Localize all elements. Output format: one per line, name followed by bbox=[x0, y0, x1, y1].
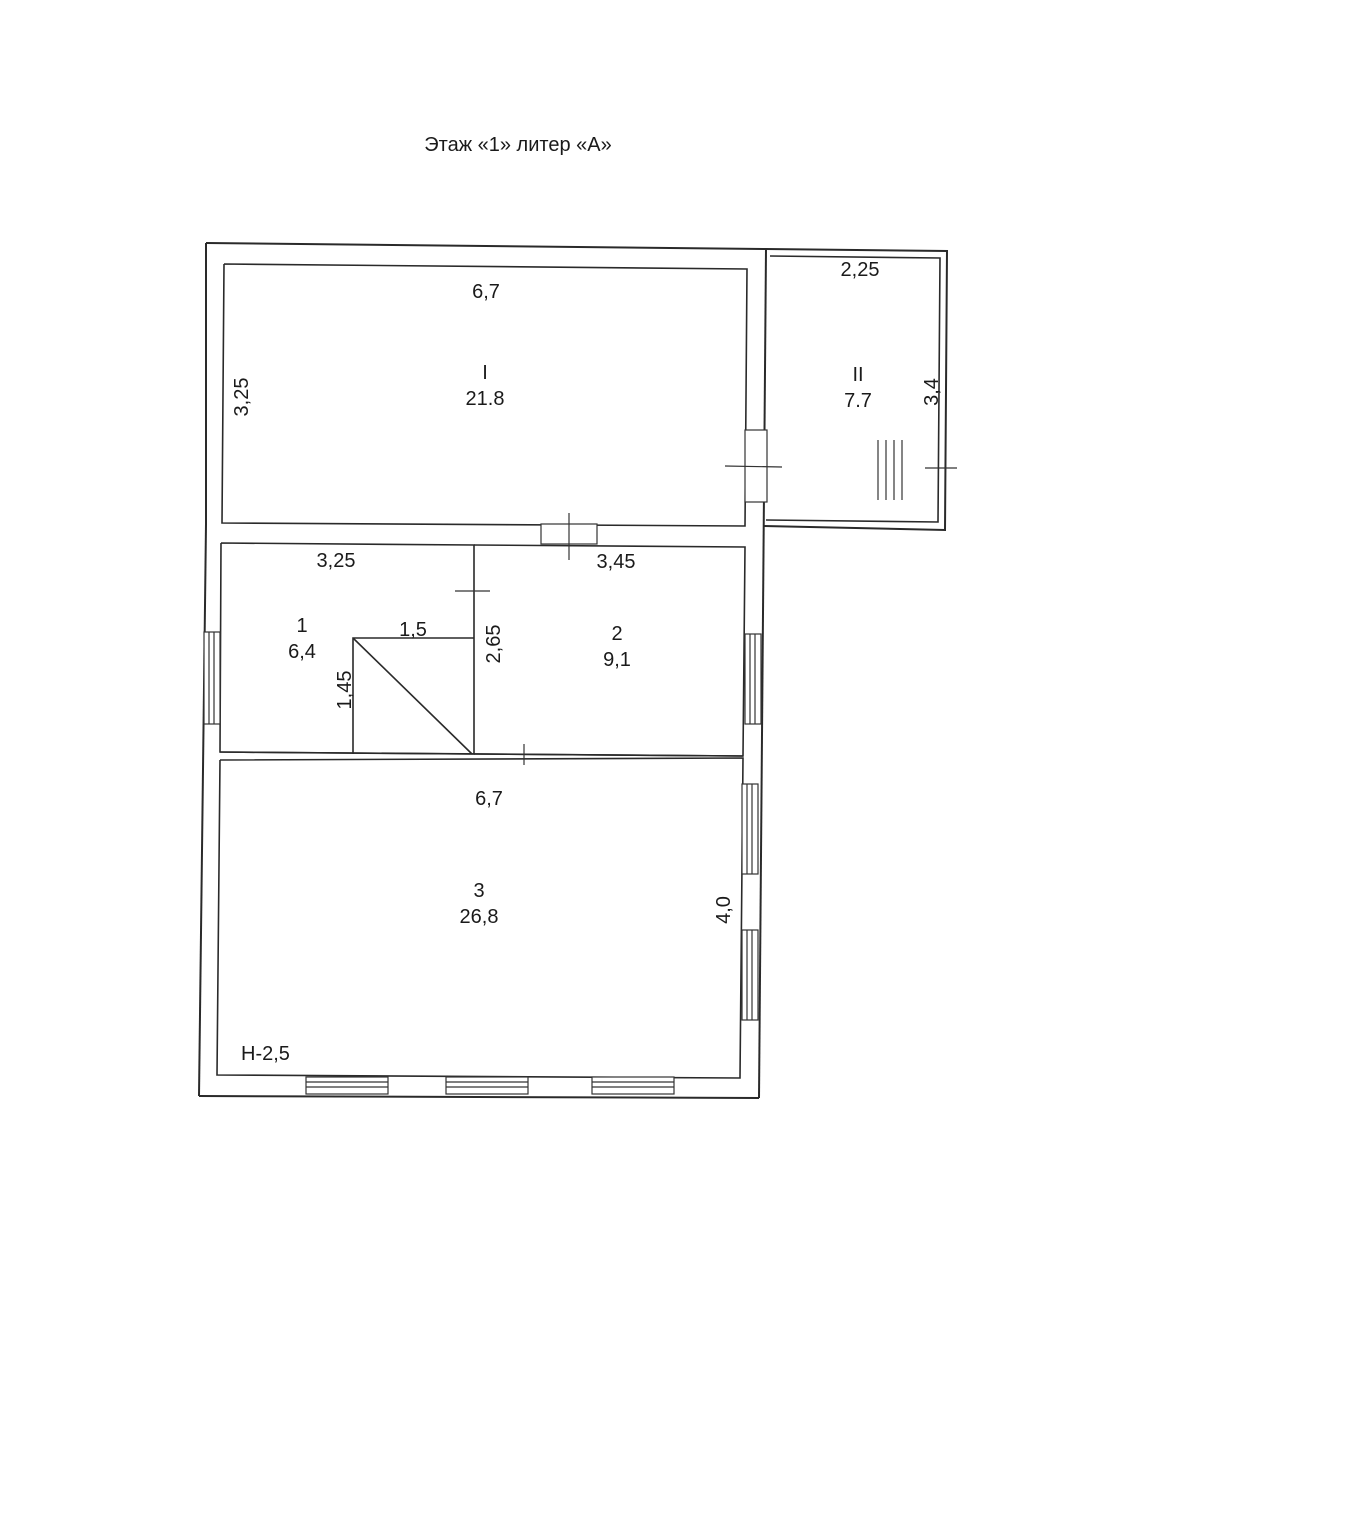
dim-room-II-width: 2,25 bbox=[841, 259, 880, 281]
windows bbox=[203, 631, 762, 1095]
dim-stair-height: 1,45 bbox=[334, 671, 356, 710]
plan-title: Этаж «1» литер «А» bbox=[424, 134, 611, 156]
room-II-number: II bbox=[852, 364, 863, 386]
room-1-number: 1 bbox=[296, 615, 307, 637]
room-2-label: 2 9,1 bbox=[603, 623, 631, 671]
dim-room-I-height: 3,25 bbox=[231, 378, 253, 417]
room-I-label: I 21.8 bbox=[466, 362, 505, 410]
dim-room-1-width: 3,25 bbox=[317, 550, 356, 572]
room-I-area: 21.8 bbox=[466, 388, 505, 410]
dim-room-3-height: 4,0 bbox=[713, 896, 735, 924]
room-3-number: 3 bbox=[473, 880, 484, 902]
ceiling-height: Н-2,5 bbox=[241, 1043, 290, 1065]
annex-walls bbox=[763, 248, 949, 532]
room-3-area: 26,8 bbox=[460, 906, 499, 928]
outer-walls bbox=[198, 242, 767, 1099]
stair-lines bbox=[877, 440, 903, 500]
doors bbox=[455, 429, 957, 765]
room-II-area: 7.7 bbox=[844, 390, 872, 412]
room-1-label: 1 6,4 bbox=[288, 615, 316, 663]
room-2-area: 9,1 bbox=[603, 649, 631, 671]
room-II-label: II 7.7 bbox=[844, 364, 872, 412]
dim-room-2-height: 2,65 bbox=[483, 625, 505, 664]
room-1-area: 6,4 bbox=[288, 641, 316, 663]
dim-room-3-width: 6,7 bbox=[475, 788, 503, 810]
dim-room-II-height: 3,4 bbox=[921, 378, 943, 406]
room-I-number: I bbox=[482, 362, 488, 384]
inner-walls bbox=[216, 263, 748, 1079]
room-2-number: 2 bbox=[611, 623, 622, 645]
room-3-label: 3 26,8 bbox=[460, 880, 499, 928]
dim-room-I-width: 6,7 bbox=[472, 281, 500, 303]
dim-room-2-width: 3,45 bbox=[597, 551, 636, 573]
dim-stair-width: 1,5 bbox=[399, 619, 427, 641]
staircase bbox=[352, 637, 474, 755]
